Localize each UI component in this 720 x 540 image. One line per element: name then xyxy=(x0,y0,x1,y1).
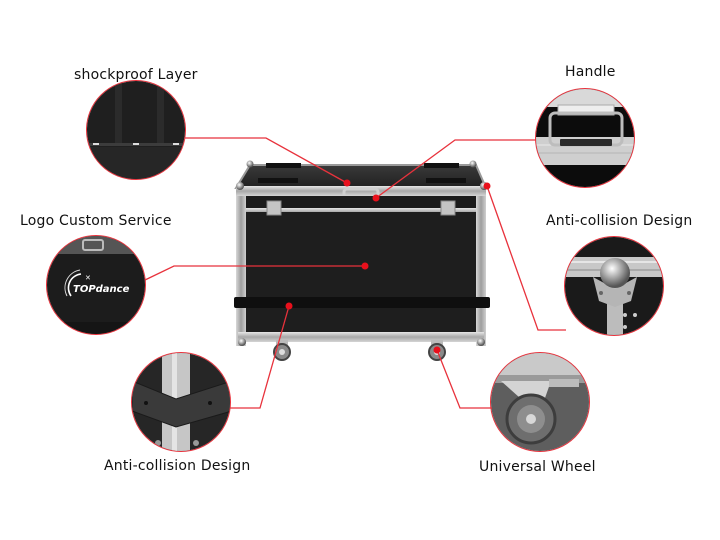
edge-bumper-icon xyxy=(132,353,230,451)
svg-text:✕: ✕ xyxy=(85,274,91,282)
label-anti-collision-corner: Anti-collision Design xyxy=(546,213,693,229)
dot-wheel xyxy=(433,346,441,354)
dot-logo xyxy=(361,262,369,270)
shockproof-foam-icon xyxy=(87,81,185,179)
dot-handle xyxy=(372,194,380,202)
caster-wheel-icon xyxy=(491,353,589,451)
label-handle: Handle xyxy=(565,64,616,80)
label-anti-collision-edge: Anti-collision Design xyxy=(104,458,251,474)
detail-shockproof-layer xyxy=(86,80,186,180)
leader-logo xyxy=(144,265,365,281)
detail-handle xyxy=(535,88,635,188)
svg-text:TOPdance: TOPdance xyxy=(73,284,130,295)
detail-anti-collision-edge xyxy=(131,352,231,452)
leader-wheel xyxy=(436,349,492,409)
leader-handle xyxy=(375,139,536,199)
topdance-logo-icon: ✕ TOPdance xyxy=(47,236,145,334)
leader-edge xyxy=(230,305,290,409)
dot-shockproof xyxy=(343,179,351,187)
leader-corner xyxy=(486,185,566,331)
detail-universal-wheel xyxy=(490,352,590,452)
dot-edge xyxy=(285,302,293,310)
leader-shockproof xyxy=(185,137,348,184)
detail-anti-collision-corner xyxy=(564,236,664,336)
detail-logo-custom-service: ✕ TOPdance xyxy=(46,235,146,335)
label-shockproof-layer: shockproof Layer xyxy=(74,67,198,83)
label-universal-wheel: Universal Wheel xyxy=(479,459,596,475)
dot-corner xyxy=(483,182,491,190)
label-logo-custom-service: Logo Custom Service xyxy=(20,213,172,229)
corner-ball-icon xyxy=(565,237,663,335)
